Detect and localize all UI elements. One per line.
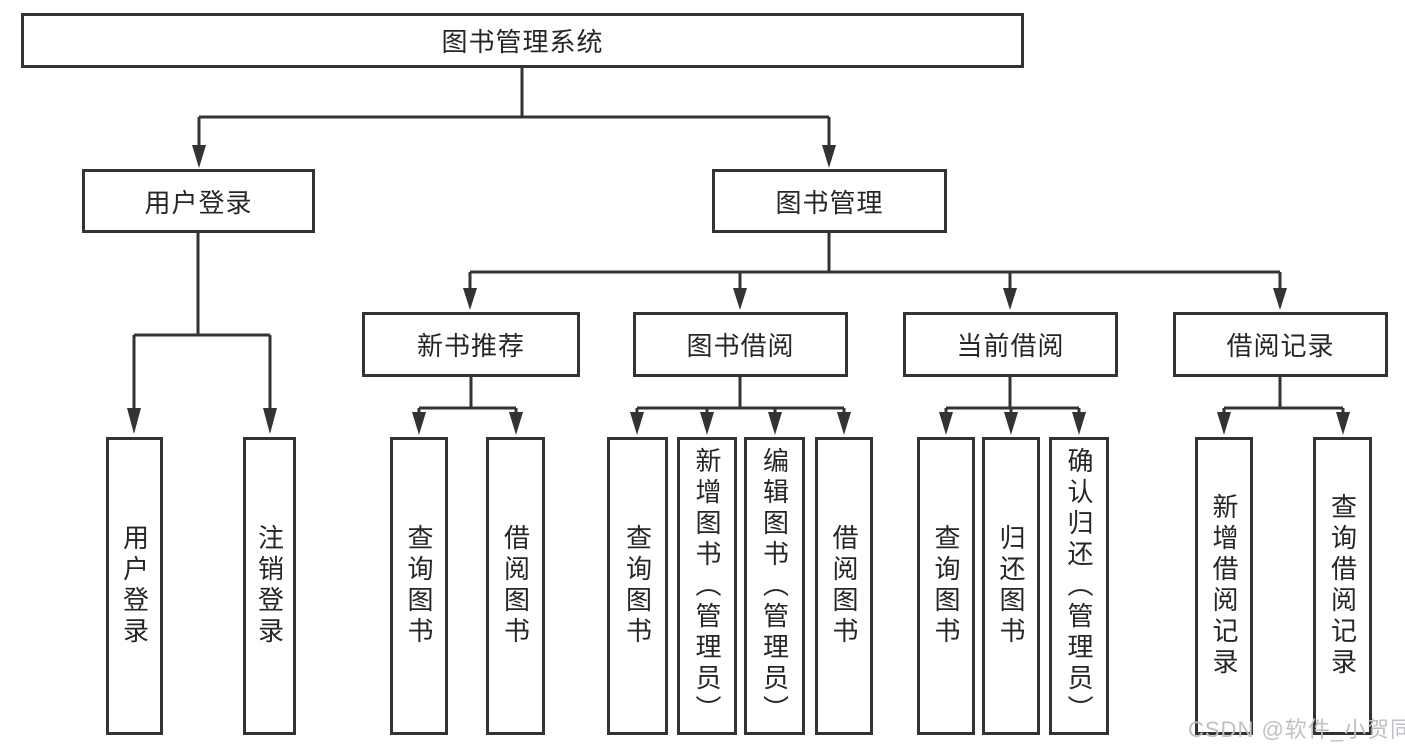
leaf-logout: 注销登录	[243, 437, 296, 735]
node-label: 新增借阅记录	[1209, 493, 1239, 679]
leaf-cb-confirm-return-admin: 确认归还（管理员）	[1049, 437, 1109, 735]
node-label: 查询图书	[622, 524, 653, 648]
node-label: 图书借阅	[686, 331, 795, 361]
csdn-watermark: CSDN @软件_小贺同学	[1188, 717, 1405, 742]
leaf-bb-edit-books-admin: 编辑图书（管理员）	[744, 437, 805, 735]
node-label: 确认归还（管理员）	[1064, 446, 1094, 726]
node-label: 归还图书	[996, 524, 1026, 648]
leaf-bb-borrow-books: 借阅图书	[815, 437, 873, 735]
node-label: 图书管理	[775, 187, 884, 218]
leaf-cb-query-books: 查询图书	[917, 437, 975, 735]
node-label: 图书管理系统	[441, 27, 604, 57]
leaf-rec-add-record: 新增借阅记录	[1195, 437, 1253, 735]
node-label: 查询借阅记录	[1327, 493, 1358, 679]
leaf-bb-query-books: 查询图书	[607, 437, 668, 735]
node-user-login: 用户登录	[82, 169, 315, 233]
node-label: 用户登录	[144, 187, 253, 218]
node-label: 借阅图书	[829, 524, 859, 648]
node-label: 查询图书	[404, 524, 434, 648]
leaf-nb-borrow-books: 借阅图书	[486, 437, 545, 735]
node-book-borrowing: 图书借阅	[633, 312, 848, 377]
node-current-borrowing: 当前借阅	[903, 312, 1118, 377]
node-label: 新增图书（管理员）	[692, 446, 722, 726]
node-new-book-recommend: 新书推荐	[362, 312, 580, 377]
node-label: 注销登录	[254, 524, 285, 648]
node-label: 借阅图书	[500, 524, 531, 648]
node-label: 查询图书	[931, 524, 961, 648]
node-book-management: 图书管理	[712, 169, 947, 233]
leaf-nb-query-books: 查询图书	[390, 437, 448, 735]
node-label: 当前借阅	[956, 331, 1065, 361]
node-label: 借阅记录	[1226, 331, 1335, 361]
node-library-system: 图书管理系统	[21, 13, 1024, 68]
leaf-bb-add-books-admin: 新增图书（管理员）	[677, 437, 737, 735]
node-borrowing-records: 借阅记录	[1173, 312, 1388, 377]
node-label: 编辑图书（管理员）	[759, 446, 790, 726]
leaf-user-login: 用户登录	[106, 437, 163, 735]
node-label: 用户登录	[119, 524, 150, 648]
leaf-cb-return-books: 归还图书	[982, 437, 1040, 735]
leaf-rec-query-record: 查询借阅记录	[1313, 437, 1372, 735]
arrowhead-icons	[127, 145, 1350, 435]
node-label: 新书推荐	[416, 331, 525, 361]
